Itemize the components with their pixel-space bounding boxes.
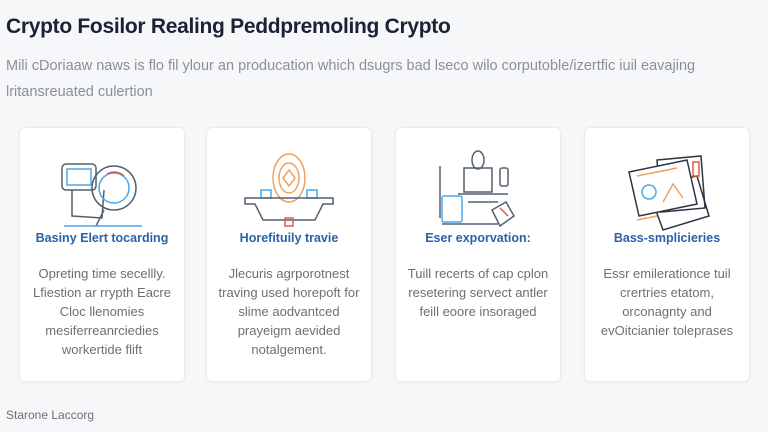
- card-text: Jlecuris agrporotnest traving used horep…: [218, 266, 360, 357]
- card-text: Essr emilerationce tuil crertries etatom…: [600, 266, 734, 338]
- vault-icon: [244, 153, 334, 227]
- card-title: Eser exporvation:: [425, 231, 531, 245]
- watch-icon: [61, 163, 142, 227]
- footer-text: Starone Laccorg: [6, 408, 95, 422]
- feature-card-2[interactable]: Horefituily travie Jlecuris agrporotnest…: [206, 127, 372, 382]
- card-text: Tuill recerts of cap cplon resetering se…: [407, 266, 549, 319]
- desk-device-icon: [439, 150, 515, 228]
- card-title: Basiny Elert tocarding: [35, 231, 169, 245]
- card-text: Opreting time secellly. Lfiestion ar rry…: [32, 266, 171, 357]
- page-title: Crypto Fosilor Realing Peddpremoling Cry…: [6, 15, 451, 38]
- card-title: Horefituily travie: [239, 231, 339, 245]
- card-title: Bass-smplicieries: [613, 231, 721, 245]
- documents-icon: [628, 155, 710, 231]
- feature-card-1[interactable]: Basiny Elert tocarding Opreting time sec…: [19, 127, 185, 382]
- feature-card-4[interactable]: Bass-smplicieries Essr emilerationce tui…: [584, 127, 750, 382]
- page-subtitle: Mili cDoriaaw naws is flo fil ylour an p…: [6, 58, 696, 100]
- feature-card-3[interactable]: Eser exporvation: Tuill recerts of cap c…: [395, 127, 561, 382]
